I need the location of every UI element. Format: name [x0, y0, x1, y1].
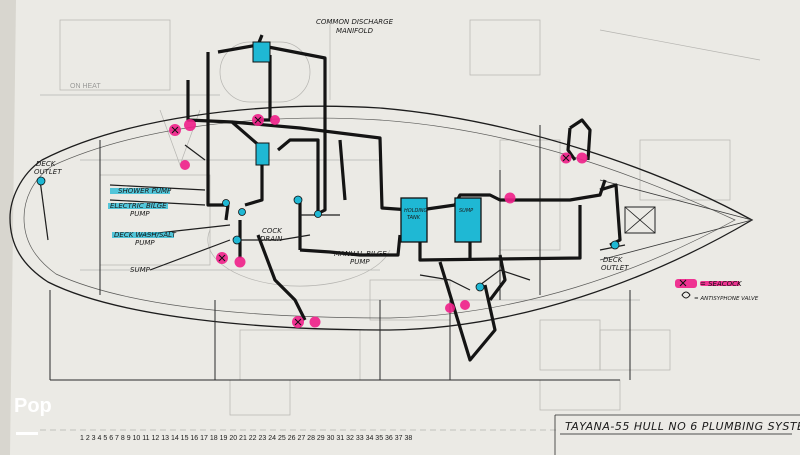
forward-hatch	[624, 206, 656, 234]
label-shower-pump: SHOWER PUMP	[118, 187, 172, 195]
antisyphon-valve-1	[232, 235, 242, 245]
diagram-labels: COMMON DISCHARGE MANIFOLD ON HEAT DECK O…	[34, 18, 759, 302]
label-manual-bilge: MANUAL BILGE	[334, 250, 387, 258]
seacock-8	[504, 192, 516, 204]
shower-pump-mark	[110, 188, 170, 194]
label-electric-bilge: ELECTRIC BILGE	[110, 202, 167, 210]
bow-line-2	[599, 219, 753, 261]
plumbing-lines	[186, 34, 622, 362]
label-deck-wash: DECK WASH/SALT	[114, 231, 177, 239]
label-deck-outlet-right-2: OUTLET	[601, 264, 629, 272]
legend-antisyphon-text: = ANTISYPHONE VALVE	[694, 296, 759, 302]
label-holding-tank-2: TANK	[407, 215, 421, 221]
label-manifold: MANIFOLD	[336, 27, 374, 35]
label-holding-tank: HOLDING	[404, 208, 428, 214]
seacock-7	[576, 152, 588, 164]
deck-outlet-right-valve	[610, 240, 620, 250]
svg-text:1 2 3 4 5 6 7 8 9 10 11 12 13: 1 2 3 4 5 6 7 8 9 10 11 12 13 14 15 16 1…	[80, 435, 412, 442]
deck-wash-mark	[112, 232, 174, 238]
label-deck-outlet-left: DECK	[36, 160, 57, 168]
deck-outlet-left-valve	[36, 176, 46, 186]
seacock-12	[309, 316, 321, 328]
bottom-ruler: 1 2 3 4 5 6 7 8 9 10 11 12 13 14 15 16 1…	[80, 435, 412, 442]
common-discharge-manifold-box	[252, 41, 271, 63]
antisyphon-valve-5	[222, 199, 230, 207]
seacock-14	[460, 300, 470, 310]
label-common-discharge: COMMON DISCHARGE	[316, 18, 394, 26]
label-sump-tank: SUMP	[459, 208, 473, 214]
secondary-lines	[39, 144, 626, 291]
holding-tank-box	[400, 197, 428, 243]
legend-seacock-text: = SEACOCK	[700, 280, 743, 288]
antisyphon-valve-6	[314, 210, 322, 218]
label-top-left-note: ON HEAT	[70, 83, 101, 90]
hull-inner-line	[23, 117, 736, 319]
electric-bilge-mark	[108, 203, 168, 209]
label-cock-drain-2: DRAIN	[260, 235, 283, 243]
pop-watermark-underline	[16, 432, 38, 435]
label-electric-bilge-2: PUMP	[130, 210, 150, 218]
label-cock-drain: COCK	[262, 227, 283, 235]
drawing-title: TAYANA-55 HULL NO 6 PLUMBING SYSTEM	[565, 420, 800, 433]
label-deck-outlet-right: DECK	[603, 256, 624, 264]
hull-outline	[9, 105, 754, 331]
antisyphon-valve-4	[238, 208, 246, 216]
label-manual-bilge-2: PUMP	[350, 258, 370, 266]
label-deck-wash-2: PUMP	[135, 239, 155, 247]
seacock-13	[445, 303, 455, 313]
bow-line	[599, 179, 753, 221]
seacock-5	[270, 115, 280, 125]
valve-glyphs	[171, 116, 691, 326]
seacock-10	[234, 256, 246, 268]
seacock-2	[184, 119, 196, 131]
forward-hatch-x2	[624, 206, 656, 234]
legend-seacock-bar	[700, 281, 740, 286]
antisyphon-valve-3	[293, 195, 303, 205]
manifold-pump-box	[255, 142, 270, 166]
label-deck-outlet-left-2: OUTLET	[34, 168, 62, 176]
label-sump: SUMP	[130, 266, 151, 274]
cyan-components	[36, 41, 620, 292]
seacock-3	[180, 160, 190, 170]
pop-watermark: Pop	[14, 395, 52, 417]
antisyphon-valve-2	[475, 282, 485, 292]
paper-shadow	[0, 0, 16, 455]
bulkheads	[49, 125, 631, 381]
sump-tank-box	[454, 197, 482, 243]
